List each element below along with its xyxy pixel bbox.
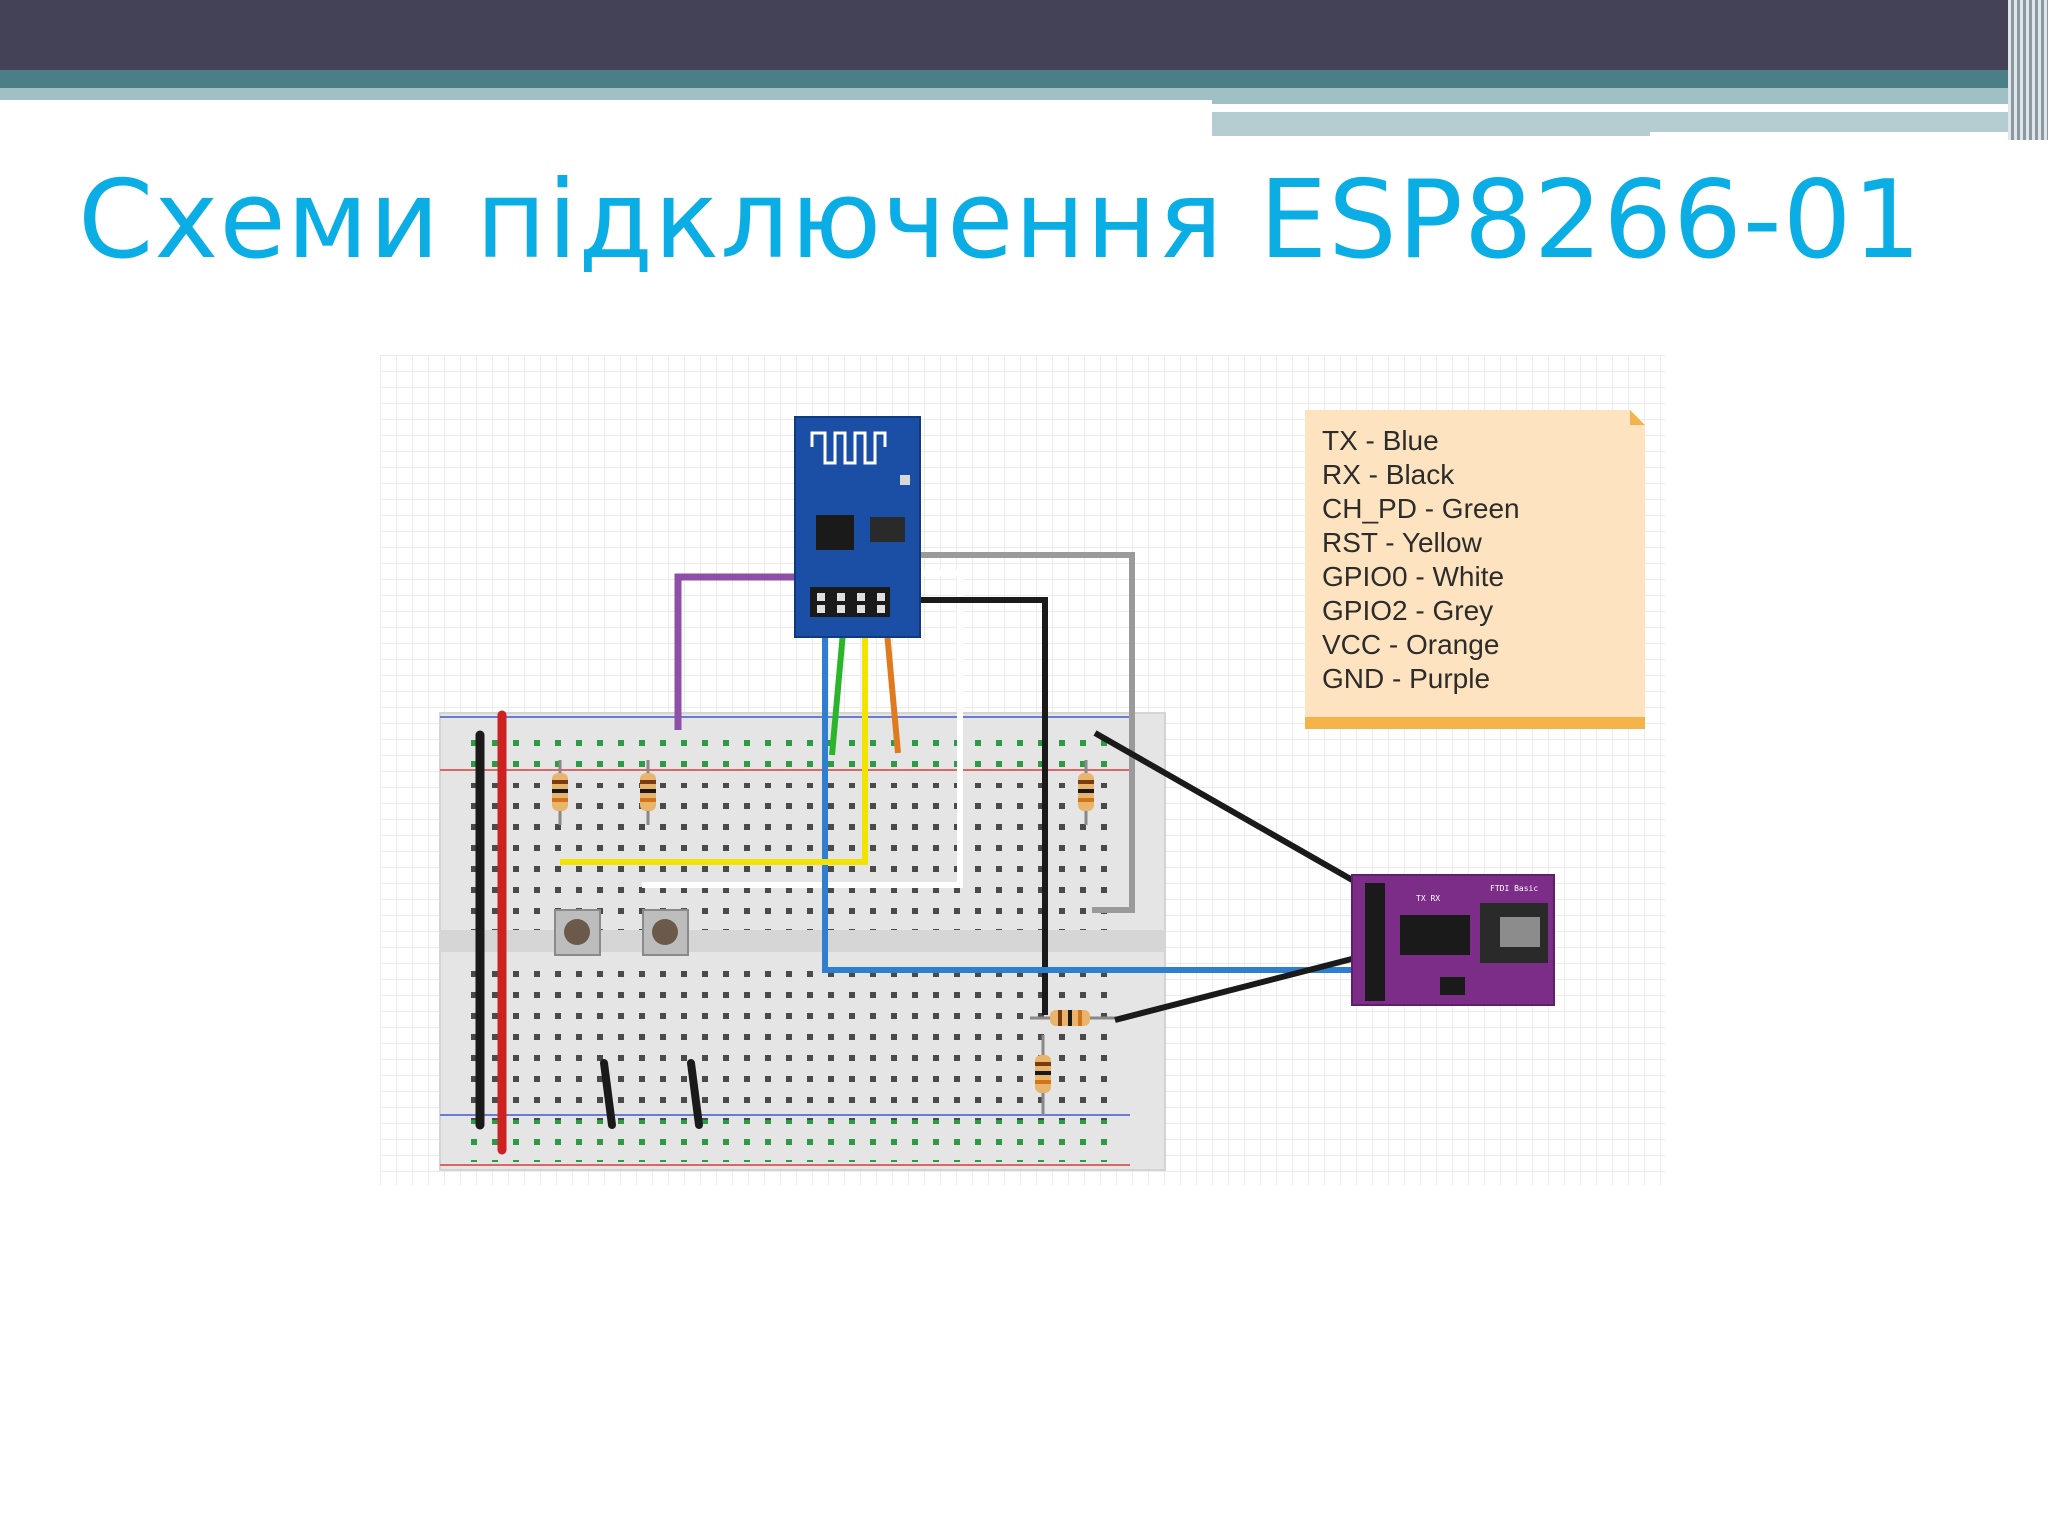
legend-item-tx: TX - Blue: [1322, 425, 1439, 456]
legend-item-gnd: GND - Purple: [1322, 663, 1490, 694]
breadboard: [439, 712, 1166, 1171]
wire-ftdi-cts: [1114, 950, 1376, 1023]
jumper-wire-2: [687, 1059, 703, 1129]
legend-item-gpio0: GPIO0 - White: [1322, 561, 1504, 592]
esp8266-module: [794, 416, 921, 638]
wire-rx-black: [878, 597, 1048, 1015]
resistor-1: [552, 760, 568, 825]
wire-rst-yellow: [560, 610, 868, 865]
push-button-1: [554, 909, 601, 956]
legend-item-gpio2: GPIO2 - Grey: [1322, 595, 1493, 626]
legend-item-rst: RST - Yellow: [1322, 527, 1483, 558]
legend-item-ch-pd: CH_PD - Green: [1322, 493, 1520, 524]
header-accent-line-lower: [1650, 132, 2010, 138]
wiring-diagram: FTDI Basic TX RX TX - Blue RX - Black CH…: [380, 355, 1665, 1185]
header-edge-lines: [2008, 0, 2048, 140]
wire-tx-blue: [822, 610, 1375, 973]
header-teal-band: [0, 70, 2048, 88]
push-button-2: [642, 909, 689, 956]
header-accent-line: [1212, 104, 1992, 112]
legend-item-rx: RX - Black: [1322, 459, 1455, 490]
slide-title: Схеми підключення ESP8266-01: [78, 158, 1923, 283]
wire-ftdi-gnd: [1093, 730, 1377, 896]
ftdi-board: FTDI Basic TX RX: [1351, 874, 1555, 1006]
ftdi-label: FTDI Basic: [1490, 884, 1538, 893]
wire-legend-note: TX - Blue RX - Black CH_PD - Green RST -…: [1305, 410, 1645, 729]
legend-item-vcc: VCC - Orange: [1322, 629, 1499, 660]
resistor-5: [1035, 1035, 1051, 1115]
jumper-wire-1: [600, 1059, 616, 1129]
resistor-4: [1030, 1010, 1120, 1026]
header-dark-band: [0, 0, 2048, 70]
header-light-band: [0, 88, 1212, 100]
ftdi-pins-label: TX RX: [1416, 894, 1440, 903]
header-accent-band: [1212, 88, 2012, 104]
resistor-2: [640, 760, 656, 825]
resistor-3: [1078, 760, 1094, 825]
